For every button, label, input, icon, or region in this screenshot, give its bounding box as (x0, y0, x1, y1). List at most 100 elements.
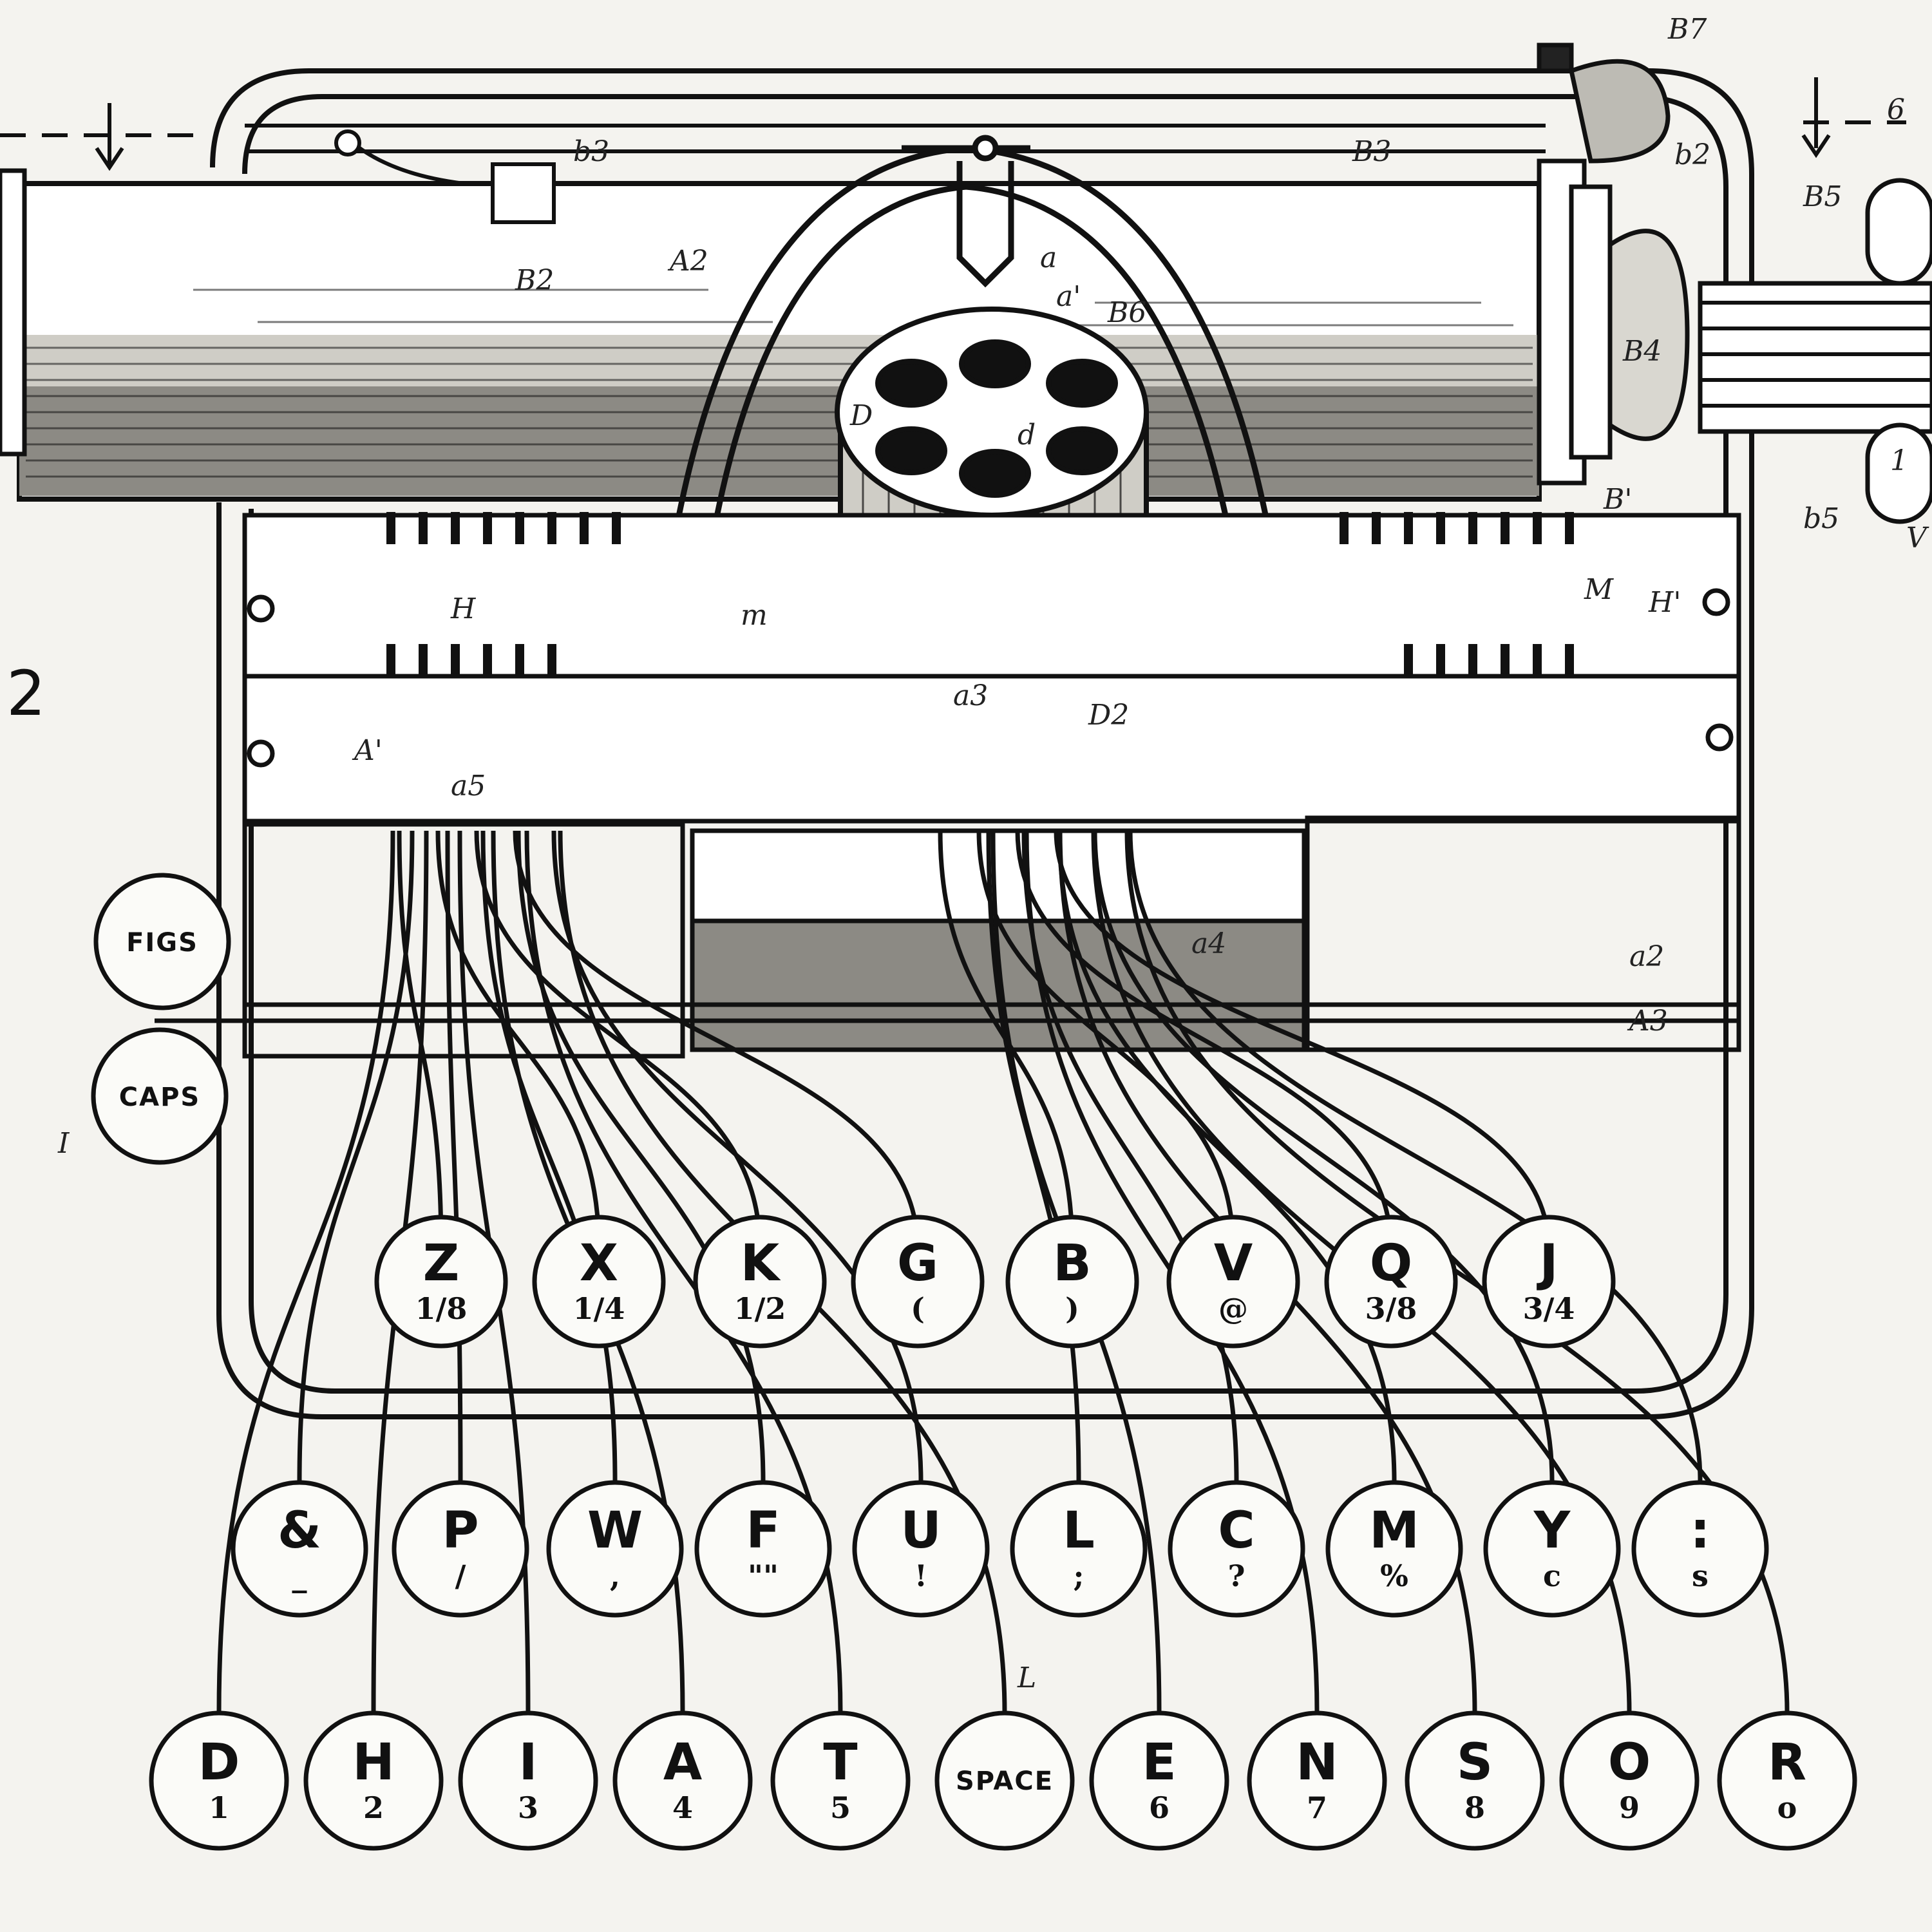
key-lever (1054, 830, 1551, 1250)
key-main-char: E (1142, 1734, 1176, 1792)
key-w[interactable]: W, (546, 1480, 684, 1618)
key-cap[interactable] (91, 1027, 229, 1165)
key-ampersand[interactable]: &_ (231, 1480, 368, 1618)
key-n[interactable]: N7 (1247, 1710, 1387, 1851)
key-h[interactable]: H2 (303, 1710, 444, 1851)
key-cap[interactable] (1324, 1215, 1458, 1349)
key-cap[interactable] (770, 1710, 911, 1851)
key-cap[interactable] (458, 1710, 598, 1851)
ref-label: m (741, 599, 768, 632)
key-cap[interactable] (374, 1215, 508, 1349)
key-k[interactable]: K1/2 (693, 1215, 827, 1349)
key-cap[interactable] (392, 1480, 529, 1618)
key-v[interactable]: V@ (1166, 1215, 1300, 1349)
key-z[interactable]: Z1/8 (374, 1215, 508, 1349)
key-cap[interactable] (851, 1215, 985, 1349)
key-o[interactable]: O9 (1559, 1710, 1700, 1851)
key-colon[interactable]: :s (1631, 1480, 1769, 1618)
key-main-char: N (1296, 1734, 1338, 1792)
key-main-char: U (900, 1502, 941, 1560)
key-main-char: W (587, 1502, 643, 1560)
key-cap[interactable] (303, 1710, 444, 1851)
key-cap[interactable] (852, 1480, 990, 1618)
ref-label: V (1906, 522, 1929, 554)
key-main-char: Y (1533, 1502, 1571, 1560)
key-main-char: K (741, 1235, 781, 1293)
key-sub-char: 4 (672, 1790, 693, 1825)
key-lever (297, 830, 415, 1482)
key-q[interactable]: Q3/8 (1324, 1215, 1458, 1349)
ref-label: B' (1603, 483, 1632, 516)
key-lever (474, 830, 762, 1250)
key-cap[interactable] (1166, 1215, 1300, 1349)
key-c[interactable]: C? (1168, 1480, 1305, 1618)
key-m[interactable]: M% (1325, 1480, 1463, 1618)
key-cap[interactable] (1405, 1710, 1545, 1851)
ref-label: D (849, 399, 873, 432)
key-f[interactable]: F"" (694, 1480, 832, 1618)
key-sub-char: , (610, 1558, 620, 1593)
key-s[interactable]: S8 (1405, 1710, 1545, 1851)
key-cap[interactable] (693, 1215, 827, 1349)
key-cap[interactable] (546, 1480, 684, 1618)
key-i[interactable]: I3 (458, 1710, 598, 1851)
key-main-char: M (1369, 1502, 1419, 1560)
key-b[interactable]: B) (1005, 1215, 1139, 1349)
key-y[interactable]: Yc (1483, 1480, 1621, 1618)
key-lever (445, 830, 463, 1482)
key-sub-char: 2 (363, 1790, 384, 1825)
key-cap[interactable] (612, 1710, 753, 1851)
key-sub-char: "" (748, 1558, 779, 1593)
key-x[interactable]: X1/4 (532, 1215, 666, 1349)
ref-label: L (1017, 1662, 1036, 1694)
figs-key[interactable]: FIGS (93, 873, 231, 1010)
key-cap[interactable] (1482, 1215, 1616, 1349)
key-e[interactable]: E6 (1089, 1710, 1229, 1851)
key-space[interactable]: SPACE (934, 1710, 1075, 1851)
key-cap[interactable] (934, 1710, 1075, 1851)
figure-label: 2 (6, 658, 46, 730)
key-cap[interactable] (1247, 1710, 1387, 1851)
key-cap[interactable] (1559, 1710, 1700, 1851)
key-cap[interactable] (1325, 1480, 1463, 1618)
ref-label: 6 (1887, 93, 1905, 126)
key-sub-char: 1 (209, 1790, 229, 1825)
key-main-char: : (1690, 1502, 1710, 1560)
key-lever (513, 830, 920, 1250)
key-r[interactable]: Ro (1717, 1710, 1857, 1851)
key-main-char: V (1214, 1235, 1253, 1293)
key-cap[interactable] (1089, 1710, 1229, 1851)
caps-key[interactable]: CAPS (91, 1027, 229, 1165)
key-cap[interactable] (1168, 1480, 1305, 1618)
key-cap[interactable] (1483, 1480, 1621, 1618)
key-a[interactable]: A4 (612, 1710, 753, 1851)
key-main-char: R (1768, 1734, 1806, 1792)
ref-label: B3 (1352, 135, 1391, 168)
ref-label: a3 (953, 679, 988, 712)
key-main-char: T (823, 1734, 857, 1792)
key-cap[interactable] (149, 1710, 289, 1851)
key-sub-char: 3 (518, 1790, 538, 1825)
ref-label: a' (1056, 280, 1081, 313)
key-t[interactable]: T5 (770, 1710, 911, 1851)
ref-label: b2 (1674, 138, 1710, 171)
key-cap[interactable] (1005, 1215, 1139, 1349)
key-l[interactable]: L; (1010, 1480, 1148, 1618)
key-sub-char: ( (911, 1291, 925, 1326)
key-sub-char: ; (1074, 1558, 1084, 1593)
key-cap[interactable] (694, 1480, 832, 1618)
key-p[interactable]: P/ (392, 1480, 529, 1618)
key-cap[interactable] (231, 1480, 368, 1618)
key-u[interactable]: U! (852, 1480, 990, 1618)
key-g[interactable]: G( (851, 1215, 985, 1349)
key-cap[interactable] (93, 873, 231, 1010)
key-cap[interactable] (1010, 1480, 1148, 1618)
key-lever (516, 830, 766, 1482)
key-j[interactable]: J3/4 (1482, 1215, 1616, 1349)
key-cap[interactable] (1717, 1710, 1857, 1851)
key-cap[interactable] (1631, 1480, 1769, 1618)
key-main-char: J (1536, 1235, 1558, 1293)
key-cap[interactable] (532, 1215, 666, 1349)
key-d[interactable]: D1 (149, 1710, 289, 1851)
